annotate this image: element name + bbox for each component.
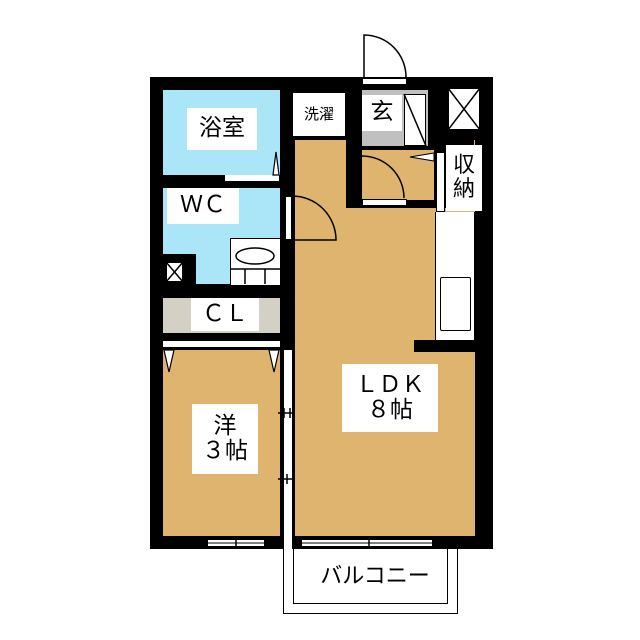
toilet-label: ＷＣ [167,188,239,224]
laundry [293,92,345,137]
ldk-label: ＬＤＫ ８帖 [342,364,438,432]
laundry-label: 洗濯 [303,104,334,123]
washbasin-bowl-icon [230,247,280,284]
sliding-partition[interactable] [283,350,293,549]
closet-label: ＣＬ [191,298,259,331]
cross-mark-icon [165,261,184,283]
ldk-door[interactable] [285,196,292,240]
door-swing-icon [291,195,337,241]
partition-tick-icon [278,408,298,484]
cross-mark-icon [447,87,481,131]
entry-door[interactable] [362,78,407,85]
balcony-label: バルコニー [320,563,430,589]
door-swing-icon [363,34,407,78]
door-swing-icon [361,155,405,199]
storage-door[interactable] [436,152,445,212]
window-sash-icon [302,537,432,549]
door-stop-icon [409,152,435,162]
closet-door[interactable] [163,341,280,348]
storage-label: 収 納 [448,146,480,210]
balcony-inner-rail [293,549,448,604]
door-swing-icon [272,151,280,176]
ldk-kitchen-wall [414,340,480,352]
shoe-cabinet-diagonal-icon [403,93,427,147]
bathroom-door[interactable] [225,175,279,181]
western-room-label: 洋 ３帖 [192,404,258,474]
hall-door[interactable] [362,199,407,206]
window-sash-icon [208,537,264,549]
closet-door-hinge-icon [163,349,280,373]
entrance-label: 玄 [362,95,402,131]
bathroom-label: 浴室 [187,108,257,150]
kitchen-sink [440,277,471,331]
